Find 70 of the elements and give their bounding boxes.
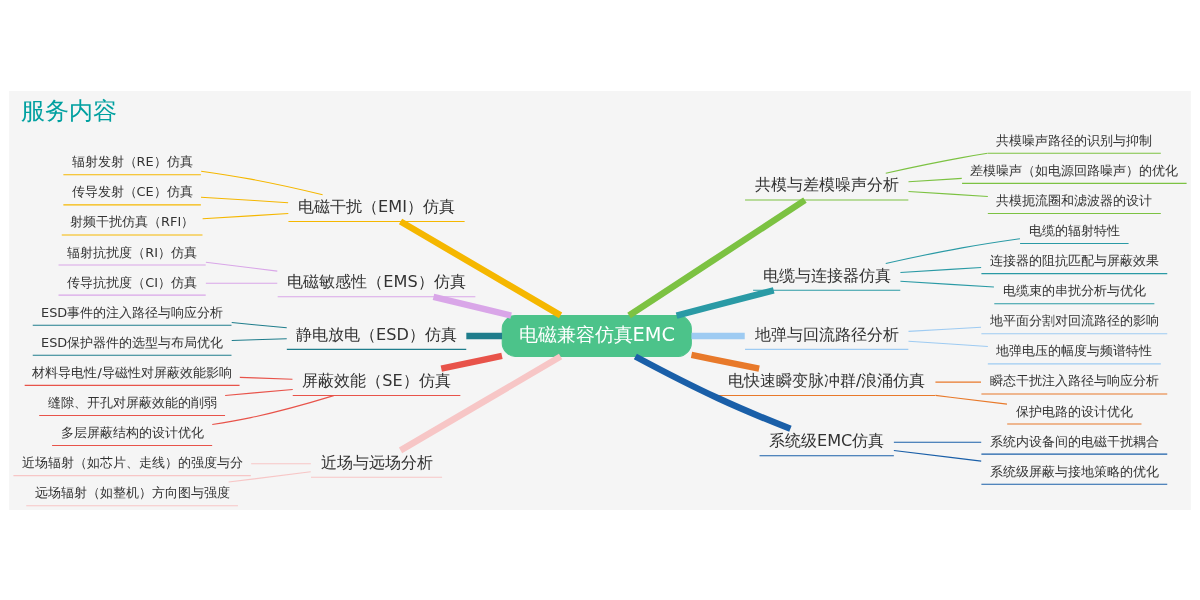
node-text: 保护电路的设计优化 bbox=[1015, 403, 1133, 419]
node-text: 电磁敏感性（EMS）仿真 bbox=[287, 271, 466, 291]
node-text: 系统内设备间的电磁干扰耦合 bbox=[989, 433, 1159, 449]
connector bbox=[466, 332, 503, 339]
connector bbox=[907, 190, 989, 197]
connector bbox=[627, 197, 807, 318]
connector bbox=[691, 332, 745, 339]
connector bbox=[200, 196, 289, 203]
connector bbox=[675, 286, 775, 319]
connector bbox=[200, 170, 324, 195]
node-text: 多层屏蔽结构的设计优化 bbox=[60, 424, 204, 440]
node-text: 地平面分割对回流路径的影响 bbox=[989, 312, 1159, 328]
connector bbox=[907, 177, 963, 182]
connector bbox=[633, 353, 792, 432]
node-text: 瞬态干扰注入路径与响应分析 bbox=[989, 372, 1159, 388]
connector bbox=[934, 381, 982, 383]
node-text: 材料导电性/导磁性对屏蔽效能影响 bbox=[32, 364, 232, 380]
connector bbox=[907, 326, 982, 332]
node-text: 系统级屏蔽与接地策略的优化 bbox=[989, 463, 1159, 479]
connector bbox=[398, 218, 563, 318]
connector bbox=[907, 340, 989, 347]
connector bbox=[250, 462, 312, 464]
connector bbox=[899, 280, 995, 288]
connector bbox=[205, 261, 278, 272]
connector bbox=[231, 321, 288, 328]
connector bbox=[202, 212, 289, 219]
node-text: 射频干扰仿真（RFI） bbox=[70, 213, 195, 229]
node-box: 电磁兼容仿真EMC bbox=[501, 314, 692, 357]
node-text: 静电放电（ESD）仿真 bbox=[296, 324, 457, 344]
node-text: 地弹与回流路径分析 bbox=[754, 324, 899, 344]
connector bbox=[239, 376, 293, 380]
node-text: 连接器的阻抗匹配与屏蔽效果 bbox=[989, 252, 1159, 268]
node-text: 地弹电压的幅度与频谱特性 bbox=[996, 342, 1153, 358]
connector bbox=[893, 441, 982, 443]
node-text: 共模噪声路径的识别与抑制 bbox=[996, 132, 1153, 148]
connector bbox=[934, 394, 1008, 405]
node-text: 辐射抗扰度（RI）仿真 bbox=[67, 244, 197, 260]
node-text: 电缆束的串扰分析与优化 bbox=[1002, 282, 1146, 298]
connector bbox=[885, 152, 989, 174]
connector bbox=[205, 282, 278, 284]
node-text: 近场与远场分析 bbox=[320, 452, 433, 472]
diagram-title: 服务内容 bbox=[21, 96, 118, 124]
node-text: 传导发射（CE）仿真 bbox=[71, 183, 193, 199]
node-text: 电缆与连接器仿真 bbox=[762, 265, 891, 285]
connector bbox=[228, 470, 312, 483]
node-text: 共模与差模噪声分析 bbox=[754, 174, 899, 194]
node-text: ESD保护器件的选型与布局优化 bbox=[41, 334, 224, 350]
connector bbox=[398, 353, 563, 453]
node-text: 系统级EMC仿真 bbox=[769, 430, 885, 450]
connector bbox=[690, 351, 760, 372]
node-text: ESD事件的注入路径与响应分析 bbox=[41, 304, 224, 320]
connector bbox=[893, 449, 982, 462]
connector bbox=[885, 237, 1021, 264]
node-text: 电缆的辐射特性 bbox=[1028, 222, 1120, 238]
node-text: 缝隙、开孔对屏蔽效能的削弱 bbox=[47, 394, 217, 410]
connector bbox=[432, 293, 512, 319]
node-text: 电快速瞬变脉冲群/浪涌仿真 bbox=[727, 370, 926, 390]
connector bbox=[224, 388, 294, 396]
node-text: 辐射发射（RE）仿真 bbox=[71, 153, 193, 169]
connector bbox=[899, 266, 982, 273]
node-text: 近场辐射（如芯片、走线）的强度与分 bbox=[21, 454, 243, 470]
connector bbox=[211, 394, 335, 425]
node-text: 屏蔽效能（SE）仿真 bbox=[302, 370, 451, 390]
node-text: 电磁干扰（EMI）仿真 bbox=[298, 196, 455, 216]
node-text: 共模扼流圈和滤波器的设计 bbox=[996, 192, 1153, 208]
connector bbox=[440, 352, 503, 372]
node-text: 远场辐射（如整机）方向图与强度 bbox=[34, 484, 230, 500]
connector bbox=[231, 337, 288, 341]
node-text: 差模噪声（如电源回路噪声）的优化 bbox=[970, 162, 1179, 178]
node-text: 传导抗扰度（CI）仿真 bbox=[67, 274, 198, 290]
